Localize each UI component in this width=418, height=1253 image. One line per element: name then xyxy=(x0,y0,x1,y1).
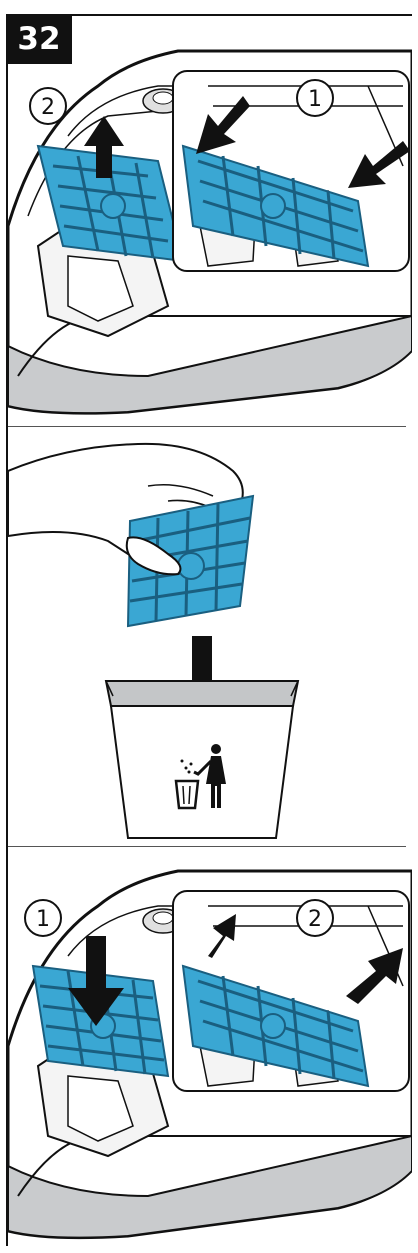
step-number-badge: 32 xyxy=(6,14,72,64)
page-frame xyxy=(6,14,412,1246)
